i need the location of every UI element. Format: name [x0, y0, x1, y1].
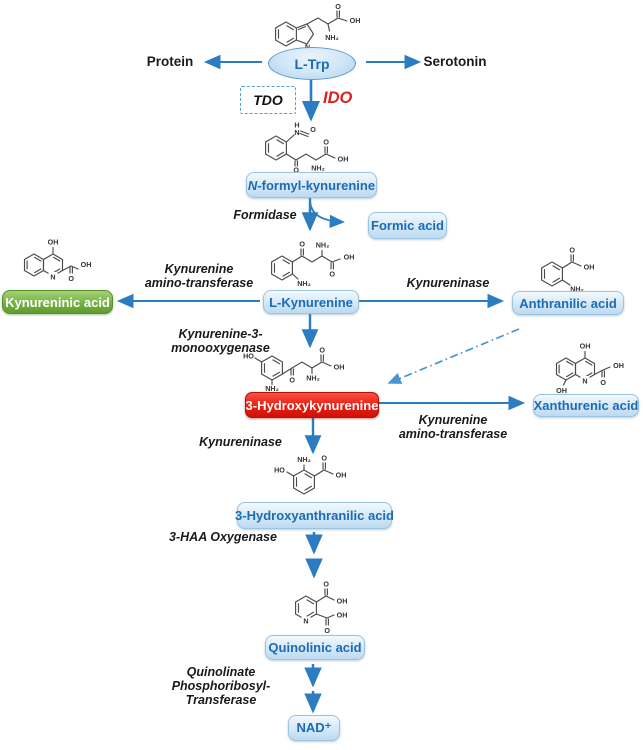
atom-label: O — [323, 580, 329, 589]
atom-label: OH — [81, 260, 92, 269]
atom-label: NH₂ — [306, 374, 320, 383]
quinolinic-structure: O OH N OH O — [295, 580, 348, 635]
atom-label: OH — [334, 363, 345, 372]
atom-label: O — [319, 346, 325, 355]
atom-label: OH — [337, 611, 348, 620]
enzyme-3haa-oxygenase: 3-HAA Oxygenase — [169, 530, 277, 544]
atom-label: O — [310, 125, 316, 134]
atom-label: O — [323, 138, 329, 147]
atom-label: NH₂ — [297, 279, 311, 288]
enzyme-formidase: Formidase — [233, 208, 297, 222]
atom-label: O — [569, 246, 575, 255]
node-nad: NAD⁺ — [288, 715, 340, 741]
atom-label: O — [321, 454, 327, 463]
atom-label: NH₂ — [570, 285, 584, 294]
enzyme-kynureninase-right: Kynureninase — [406, 276, 490, 290]
node-anthranilic-acid-label: Anthranilic acid — [519, 295, 617, 311]
enzyme-kat-right-line1: Kynurenine — [418, 413, 488, 427]
3haa-structure: NH₂ O HO OH — [274, 454, 347, 495]
atom-label: OH — [556, 386, 567, 395]
atom-label: O — [335, 2, 341, 11]
node-kynureninic-acid: Kynureninic acid — [2, 290, 113, 314]
nfk-structure: H N O O NH₂ O OH — [265, 121, 349, 175]
kynureninic-structure: OH N OH O — [23, 238, 92, 283]
node-nfk-prefix: N — [247, 177, 258, 193]
arrow-anthranilic-to-3hk-dashdot — [387, 328, 520, 384]
protein-label: Protein — [146, 54, 194, 69]
atom-label: NH₂ — [265, 384, 279, 393]
atom-label: N — [294, 128, 299, 137]
atom-label: OH — [580, 342, 591, 351]
atom-label: NH₂ — [316, 241, 330, 250]
lkynurenine-structure: O NH₂ OH O NH₂ — [271, 240, 355, 288]
atom-label: OH — [48, 238, 59, 247]
node-xanthurenic-acid: Xanthurenic acid — [533, 394, 639, 417]
node-anthranilic-acid: Anthranilic acid — [512, 291, 624, 315]
node-nad-label: NAD⁺ — [296, 720, 332, 735]
atom-label: NH₂ — [325, 33, 339, 42]
atom-label: O — [329, 270, 335, 279]
node-nfk: N-formyl-kynurenine — [246, 172, 377, 198]
enzyme-tdo: TDO — [240, 86, 296, 114]
atom-label: OH — [336, 471, 347, 480]
node-lkynurenine-label: L-Kynurenine — [269, 294, 353, 310]
enzyme-ido: IDO — [323, 89, 353, 107]
xanthurenic-structure: OH N OH OH O — [555, 342, 624, 395]
node-quinolinic-acid-label: Quinolinic acid — [268, 640, 362, 655]
atom-label: NH₂ — [297, 455, 311, 464]
atom-label: OH — [338, 155, 349, 164]
arrow-branch-formic-acid — [309, 200, 345, 229]
atom-label: O — [299, 240, 305, 249]
enzyme-kat-right-line2: amino-transferase — [398, 427, 508, 441]
atom-label: NH₂ — [311, 164, 325, 173]
atom-label: OH — [344, 253, 355, 262]
node-kynureninic-acid-label: Kynureninic acid — [5, 294, 110, 310]
node-lkynurenine: L-Kynurenine — [263, 290, 359, 314]
node-formic-acid: Formic acid — [368, 212, 447, 239]
node-3-hydroxyanthranilic-acid-label: 3-Hydroxyanthranilic acid — [235, 508, 394, 523]
node-formic-acid-label: Formic acid — [371, 218, 444, 233]
atom-label: H — [294, 121, 299, 130]
enzyme-qprt-line2: Phosphoribosyl-Transferase — [171, 679, 271, 707]
enzyme-kat-left-line2: amino-transferase — [144, 276, 254, 290]
enzyme-kynureninase-left: Kynureninase — [199, 435, 282, 449]
atom-label: N — [50, 273, 55, 282]
node-nfk-label: -formyl-kynurenine — [257, 177, 376, 193]
anthranilic-structure: O OH NH₂ — [541, 246, 595, 294]
3hk-structure: HO NH₂ O NH₂ O OH — [243, 346, 345, 394]
atom-label: O — [68, 274, 74, 283]
enzyme-qprt: Quinolinate Phosphoribosyl-Transferase — [145, 665, 297, 707]
atom-label: HO — [274, 466, 285, 475]
atom-label: OH — [613, 361, 624, 370]
node-3-hydroxyanthranilic-acid: 3-Hydroxyanthranilic acid — [235, 502, 394, 529]
node-ltrp: L-Trp — [268, 47, 356, 80]
atom-label: O — [293, 166, 299, 175]
enzyme-kat-left-line1: Kynurenine — [164, 262, 234, 276]
enzyme-kat-left: Kynurenine amino-transferase — [135, 262, 263, 290]
atom-label: HO — [243, 352, 254, 361]
node-quinolinic-acid: Quinolinic acid — [265, 635, 365, 660]
atom-label: N — [582, 377, 587, 386]
enzyme-kat-right: Kynurenine amino-transferase — [398, 413, 508, 441]
atom-label: O — [324, 626, 330, 635]
atom-label: OH — [350, 16, 361, 25]
enzyme-tdo-label: TDO — [253, 92, 283, 108]
atom-label: OH — [337, 597, 348, 606]
node-3-hydroxykynurenine: 3-Hydroxykynurenine — [245, 392, 379, 418]
serotonin-label: Serotonin — [423, 54, 487, 69]
atom-label: O — [289, 376, 295, 385]
atom-label: N — [303, 617, 308, 626]
atom-label: OH — [584, 263, 595, 272]
enzyme-kmo: Kynurenine-3-monooxygenase — [171, 327, 270, 355]
node-ltrp-label: L-Trp — [294, 55, 330, 72]
atom-label: O — [600, 378, 606, 387]
enzyme-qprt-line1: Quinolinate — [186, 665, 256, 679]
node-xanthurenic-acid-label: Xanthurenic acid — [533, 398, 639, 413]
node-3-hydroxykynurenine-label: 3-Hydroxykynurenine — [245, 397, 379, 413]
